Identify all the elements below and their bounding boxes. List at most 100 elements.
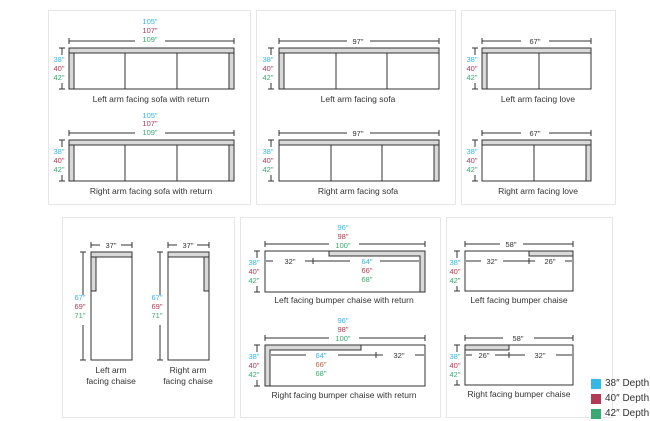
depth-42: 42"	[466, 73, 477, 82]
depth-40: 40"	[248, 361, 259, 370]
right-arm	[228, 144, 235, 182]
left-arm	[278, 52, 285, 90]
width-label: 67"	[529, 129, 540, 138]
rf-bumper-return-diagram: 96" 98" 100" 32" 64" 66" 68" 38" 40" 42"…	[248, 316, 426, 400]
laf-sofa-diagram: 97" 38" 40" 42" Left arm facing sofa	[262, 37, 440, 104]
depth-38: 38"	[248, 352, 259, 361]
bumper-back	[264, 344, 362, 387]
depth-42: 42"	[262, 165, 273, 174]
caption-line1: Right arm	[170, 365, 207, 375]
depth-40: 40"	[53, 156, 64, 165]
laf-chaise-diagram: 37" 67" 69" 71" Left arm facing chaise	[74, 241, 136, 386]
rf-bumper-diagram: 58" 26" 32" 38" 40" 42" Right facing bum…	[448, 334, 574, 399]
legend-item-42: 42″ Depth	[591, 406, 649, 421]
width-40: 98"	[337, 232, 348, 241]
raf-sofa-diagram: 97" 38" 40" 42" Right arm facing sofa	[262, 129, 440, 196]
width-label: 58"	[505, 240, 516, 249]
caption: Right facing bumper chaise with return	[271, 390, 416, 400]
right-arm	[203, 256, 210, 292]
seat-width: 32"	[486, 257, 497, 266]
depth-40: 40"	[466, 156, 477, 165]
length-40: 69"	[74, 302, 85, 311]
depth-legend: 38″ Depth 40″ Depth 42″ Depth	[591, 376, 649, 421]
depth-40: 40"	[53, 64, 64, 73]
depth-38: 38"	[466, 55, 477, 64]
lf-bumper-diagram: 58" 32" 26" 38" 40" 42" Left facing bump…	[448, 240, 574, 305]
depth-42: 42"	[53, 73, 64, 82]
caption-line1: Left arm	[95, 365, 126, 375]
left-arm	[90, 256, 97, 292]
laf-sofa-return-diagram: 105" 107" 109" 38" 40" 42" Left arm faci…	[53, 17, 235, 104]
width-38: 105"	[142, 111, 158, 120]
length-42: 71"	[151, 311, 162, 320]
depth-40: 40"	[262, 64, 273, 73]
width-40: 107"	[142, 26, 158, 35]
sofa-back	[68, 47, 235, 54]
length-42: 71"	[74, 311, 85, 320]
depth-38: 38"	[262, 147, 273, 156]
legend-item-40: 40″ Depth	[591, 391, 649, 406]
raf-love-diagram: 67" 38" 40" 42" Right arm facing love	[466, 129, 592, 196]
raf-chaise-diagram: 37" 67" 69" 71" Right arm facing chaise	[151, 241, 213, 386]
width-42: 100"	[335, 241, 351, 250]
chaise-length-42: 68"	[315, 369, 326, 378]
chaise-length-38: 64"	[315, 351, 326, 360]
depth-38: 38"	[466, 147, 477, 156]
legend-swatch	[591, 393, 601, 404]
width-label: 97"	[352, 37, 363, 46]
legend-item-38: 38″ Depth	[591, 376, 649, 391]
right-arm	[433, 144, 440, 182]
width-label: 58"	[512, 334, 523, 343]
panel-sofa-return	[48, 10, 251, 205]
depth-40: 40"	[262, 156, 273, 165]
width-label: 67"	[529, 37, 540, 46]
caption-line2: facing chaise	[163, 376, 213, 386]
depth-42: 42"	[449, 370, 460, 379]
seat-width: 32"	[393, 351, 404, 360]
chaise-length-42: 68"	[361, 275, 372, 284]
depth-38: 38"	[53, 55, 64, 64]
depth-38: 38"	[449, 352, 460, 361]
back-width: 26"	[478, 351, 489, 360]
left-arm	[68, 52, 75, 90]
width-42: 100"	[335, 334, 351, 343]
seat-width: 32"	[534, 351, 545, 360]
back-width: 26"	[544, 257, 555, 266]
return-arm	[228, 52, 235, 90]
legend-swatch	[591, 378, 601, 389]
bumper-back	[328, 250, 426, 293]
depth-38: 38"	[262, 55, 273, 64]
raf-sofa-return-diagram: 105" 107" 109" 38" 40" 42" Right arm fac…	[53, 111, 235, 196]
bumper-back	[528, 250, 574, 257]
width-42: 109"	[142, 128, 158, 137]
return-arm	[68, 144, 75, 182]
width-40: 107"	[142, 119, 158, 128]
legend-label: 40″ Depth	[605, 393, 650, 404]
depth-42: 42"	[466, 165, 477, 174]
legend-swatch	[591, 408, 601, 419]
depth-40: 40"	[248, 267, 259, 276]
depth-42: 42"	[53, 165, 64, 174]
caption: Right arm facing sofa with return	[90, 186, 213, 196]
caption: Right arm facing sofa	[318, 186, 399, 196]
length-38: 67"	[151, 293, 162, 302]
width-40: 98"	[337, 325, 348, 334]
caption-line2: facing chaise	[86, 376, 136, 386]
panel-sofa	[256, 10, 456, 205]
depth-40: 40"	[449, 267, 460, 276]
width-38: 96"	[337, 316, 348, 325]
caption: Left facing bumper chaise with return	[274, 295, 414, 305]
caption: Left facing bumper chaise	[470, 295, 568, 305]
sofa-outline	[68, 47, 235, 90]
depth-42: 42"	[248, 276, 259, 285]
sofa-back	[68, 139, 235, 146]
lf-bumper-return-diagram: 96" 98" 100" 32" 64" 66" 68" 38" 40" 42"…	[248, 223, 426, 305]
depth-40: 40"	[466, 64, 477, 73]
depth-38: 38"	[449, 258, 460, 267]
width-42: 109"	[142, 35, 158, 44]
width-38: 96"	[337, 223, 348, 232]
legend-label: 38″ Depth	[605, 378, 650, 389]
depth-38: 38"	[248, 258, 259, 267]
chaise-length-38: 64"	[361, 257, 372, 266]
